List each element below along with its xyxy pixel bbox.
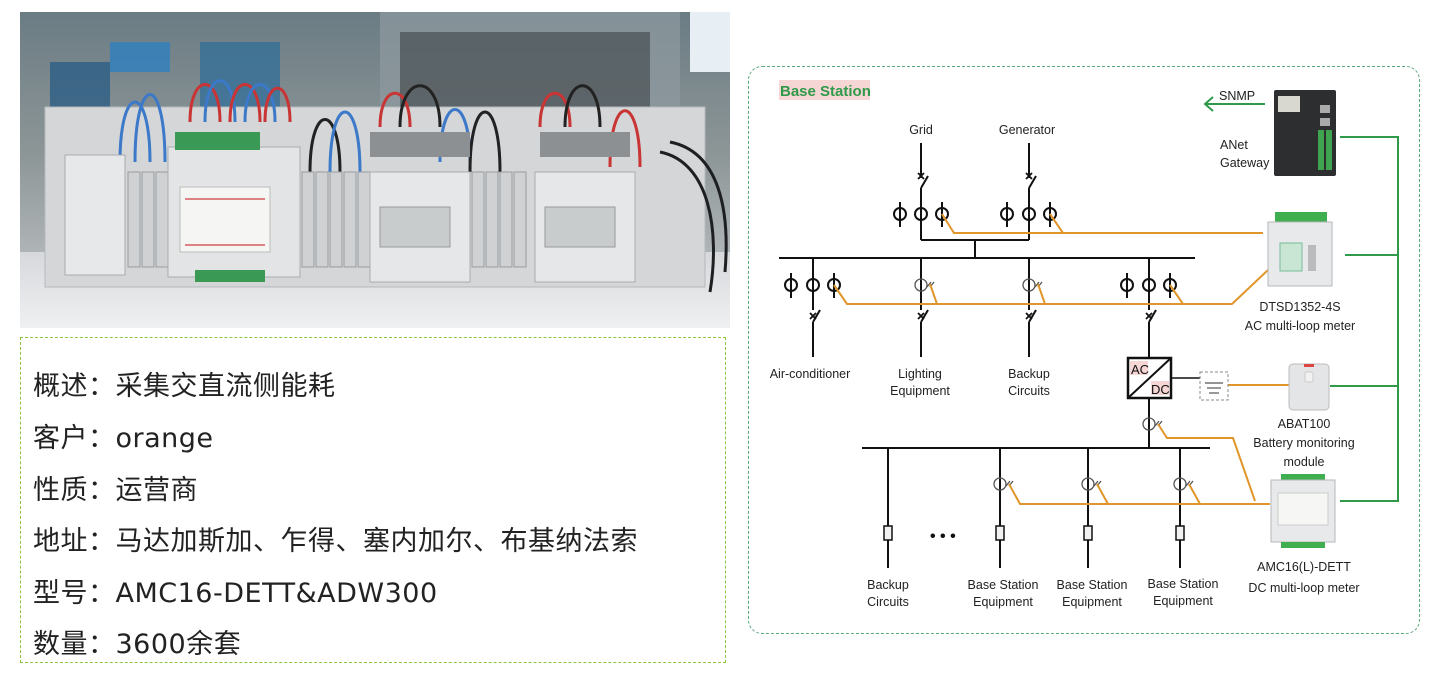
amc16-dett-device — [1270, 474, 1336, 548]
dc-meter-desc: DC multi-loop meter — [1248, 581, 1359, 595]
info-key: 客户： — [33, 423, 116, 454]
feeder-label-lighting-2: Equipment — [890, 384, 950, 398]
dc-feeder-label-backup-2: Circuits — [867, 595, 909, 609]
dc-feeder-label-bs3-2: Equipment — [1153, 594, 1213, 608]
photo-illustration — [20, 12, 730, 328]
info-key: 型号： — [33, 578, 116, 609]
converter-ac-label: AC — [1131, 362, 1149, 377]
current-transformers — [784, 202, 1177, 298]
info-value: 运营商 — [115, 475, 198, 506]
snmp-label: SNMP — [1219, 89, 1255, 103]
info-row-nature: 性质：运营商 — [33, 468, 198, 507]
breaker — [64, 154, 126, 276]
feeder-label-air-conditioner: Air-conditioner — [770, 367, 851, 381]
battery-plates — [1205, 382, 1223, 394]
abat100-device — [1288, 363, 1330, 411]
dc-feeder-label-bs3: Base Station — [1148, 577, 1219, 591]
info-value: orange — [115, 423, 214, 454]
info-key: 性质： — [33, 475, 116, 506]
feeder-label-backup-2: Circuits — [1008, 384, 1050, 398]
converter-dc-label: DC — [1151, 382, 1170, 397]
ac-meter-model: DTSD1352-4S — [1259, 300, 1340, 314]
info-value: AMC16-DETT&ADW300 — [115, 578, 438, 609]
feeder-label-backup: Backup — [1008, 367, 1050, 381]
battery-desc: Battery monitoring — [1253, 436, 1354, 450]
dc-feeder-label-bs2: Base Station — [1057, 578, 1128, 592]
battery-model: ABAT100 — [1278, 417, 1331, 431]
feeder-label-lighting: Lighting — [898, 367, 942, 381]
dc-feeder-label-bs1: Base Station — [968, 578, 1039, 592]
green-comm-wires — [1203, 96, 1399, 502]
info-row-address: 地址：马达加斯加、乍得、塞内加尔、布基纳法索 — [33, 519, 638, 558]
source-label-grid: Grid — [909, 123, 933, 137]
info-row-customer: 客户：orange — [33, 416, 214, 455]
info-value: 马达加斯加、乍得、塞内加尔、布基纳法索 — [115, 526, 638, 557]
source-label-generator: Generator — [999, 123, 1055, 137]
info-row-overview: 概述：采集交直流侧能耗 — [33, 364, 336, 403]
info-key: 地址： — [33, 526, 116, 557]
gateway-label: ANet — [1220, 138, 1248, 152]
dc-feeder-label-bs2-2: Equipment — [1062, 595, 1122, 609]
dc-feeder-label-backup: Backup — [867, 578, 909, 592]
project-info-box: 概述：采集交直流侧能耗 客户：orange 性质：运营商 地址：马达加斯加、乍得… — [20, 337, 726, 663]
diagram-title: Base Station — [780, 83, 871, 100]
battery-symbol — [1199, 371, 1229, 401]
anet-gateway-device — [1274, 90, 1336, 176]
gateway-label-2: Gateway — [1220, 156, 1270, 170]
info-row-quantity: 数量：3600余套 — [33, 622, 241, 661]
battery-desc-2: module — [1284, 455, 1325, 469]
product-photo — [20, 12, 730, 328]
diagram-frame — [748, 66, 1420, 634]
breaker-marks — [809, 172, 1153, 320]
dc-feeder-label-bs1-2: Equipment — [973, 595, 1033, 609]
dtsd1352-meter-device — [1267, 212, 1333, 287]
info-key: 数量： — [33, 629, 116, 660]
orange-signal-wires — [833, 213, 1290, 505]
diagram-title-bg — [779, 80, 870, 100]
info-value: 3600余套 — [115, 629, 242, 660]
dc-meter-model: AMC16(L)-DETT — [1257, 560, 1351, 574]
fuses — [883, 525, 1185, 541]
ac-meter-desc: AC multi-loop meter — [1245, 319, 1355, 333]
info-value: 采集交直流侧能耗 — [115, 371, 336, 402]
info-key: 概述： — [33, 371, 116, 402]
ellipsis: • • • — [930, 528, 956, 545]
info-row-model: 型号：AMC16-DETT&ADW300 — [33, 571, 438, 610]
